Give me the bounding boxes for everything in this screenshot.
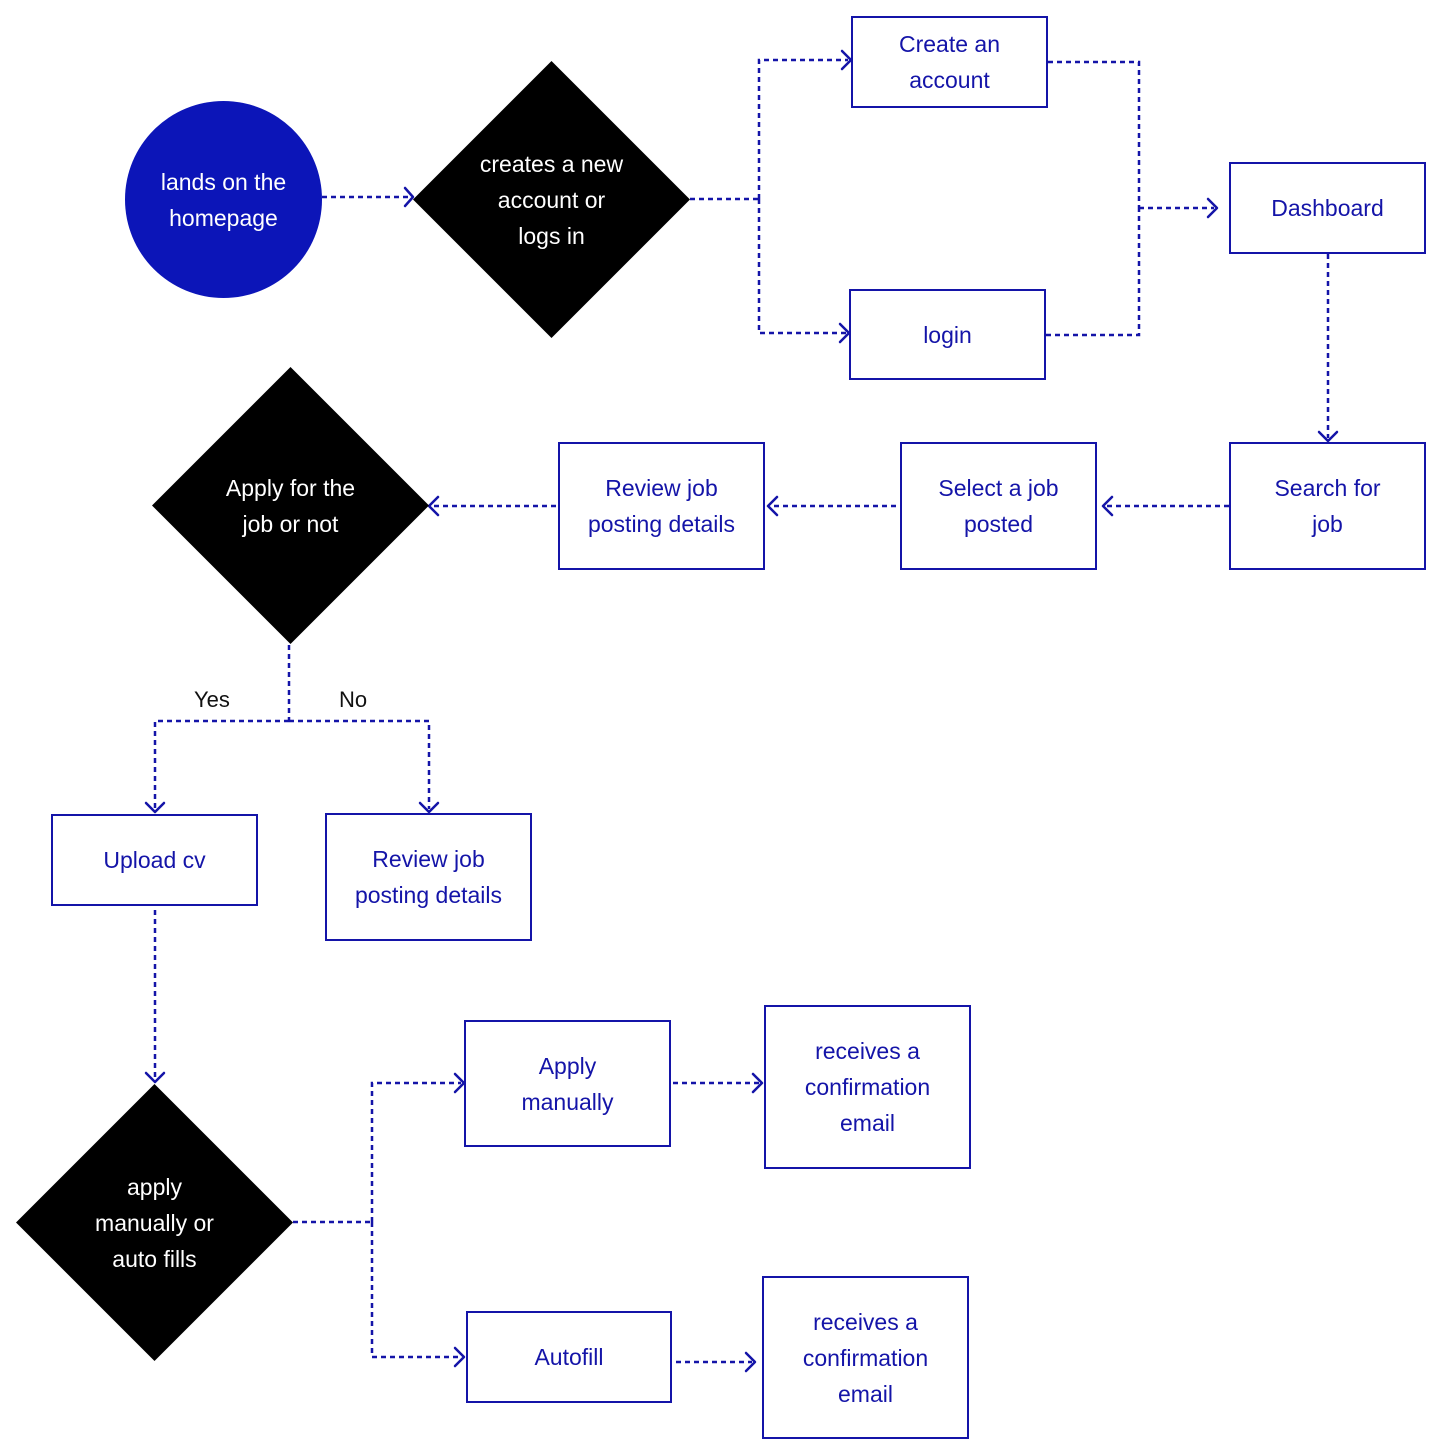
arrowhead-right-icon bbox=[453, 1346, 466, 1368]
decision-account-label: creates a new account or logs in bbox=[479, 150, 624, 249]
autofill-node: Autofill bbox=[466, 1311, 672, 1403]
arrowhead-down-icon bbox=[1317, 430, 1339, 443]
arrowhead-down-icon bbox=[144, 1071, 166, 1084]
connector-no-branch bbox=[289, 719, 431, 809]
select-job-node: Select a job posted bbox=[900, 442, 1097, 570]
arrowhead-left-icon bbox=[766, 495, 779, 517]
start-node-label: lands on the homepage bbox=[160, 168, 287, 231]
decision-method: apply manually or auto fills bbox=[16, 1084, 293, 1361]
connector-split-to-autofill bbox=[370, 1222, 461, 1359]
connector-split-to-create-account bbox=[757, 58, 848, 199]
decision-diamond-shape bbox=[152, 367, 429, 644]
decision-apply: Apply for the job or not bbox=[152, 367, 429, 644]
connector-split-to-login bbox=[757, 199, 846, 335]
apply-manually-node: Apply manually bbox=[464, 1020, 671, 1147]
arrowhead-left-icon bbox=[427, 495, 440, 517]
arrowhead-down-icon bbox=[418, 801, 440, 814]
select-job-label: Select a job posted bbox=[938, 475, 1059, 537]
connector-split-to-apply-manually bbox=[370, 1081, 461, 1222]
review-details-no-label: Review job posting details bbox=[354, 846, 503, 908]
review-details-node: Review job posting details bbox=[558, 442, 765, 570]
upload-cv-label: Upload cv bbox=[103, 847, 206, 873]
review-details-label: Review job posting details bbox=[587, 475, 736, 537]
arrowhead-right-icon bbox=[751, 1072, 764, 1094]
search-job-node: Search for job bbox=[1229, 442, 1426, 570]
confirm-manual-label: receives a confirmation email bbox=[804, 1038, 931, 1136]
decision-account: creates a new account or logs in bbox=[413, 61, 690, 338]
login-node: login bbox=[849, 289, 1046, 380]
dashboard-label: Dashboard bbox=[1271, 195, 1384, 221]
arrowhead-right-icon bbox=[744, 1351, 757, 1373]
decision-diamond-shape bbox=[16, 1084, 293, 1361]
yes-label: Yes bbox=[194, 687, 230, 712]
review-details-no-node: Review job posting details bbox=[325, 813, 532, 941]
search-job-label: Search for job bbox=[1274, 475, 1381, 537]
confirm-autofill-label: receives a confirmation email bbox=[802, 1308, 929, 1407]
create-account-label: Create an account bbox=[898, 31, 1000, 93]
arrowhead-right-icon bbox=[403, 186, 415, 208]
decision-method-label: apply manually or auto fills bbox=[95, 1173, 214, 1272]
arrowhead-left-icon bbox=[1101, 495, 1114, 517]
dashboard-node: Dashboard bbox=[1229, 162, 1426, 254]
create-account-node: Create an account bbox=[851, 16, 1048, 108]
connector-yes-branch bbox=[153, 719, 289, 809]
arrowhead-right-icon bbox=[1206, 197, 1219, 219]
decision-apply-label: Apply for the job or not bbox=[225, 474, 356, 537]
arrowhead-down-icon bbox=[144, 801, 166, 814]
connector-create-account-to-merge bbox=[1048, 60, 1141, 208]
upload-cv-node: Upload cv bbox=[51, 814, 258, 906]
confirm-manual-node: receives a confirmation email bbox=[764, 1005, 971, 1169]
no-label: No bbox=[339, 687, 368, 712]
confirm-autofill-node: receives a confirmation email bbox=[762, 1276, 969, 1439]
autofill-label: Autofill bbox=[534, 1344, 604, 1370]
connector-login-to-merge bbox=[1046, 208, 1141, 337]
apply-manually-label: Apply manually bbox=[521, 1052, 614, 1115]
decision-diamond-shape bbox=[413, 61, 690, 338]
login-label: login bbox=[923, 321, 972, 348]
start-node: lands on the homepage bbox=[125, 101, 322, 298]
